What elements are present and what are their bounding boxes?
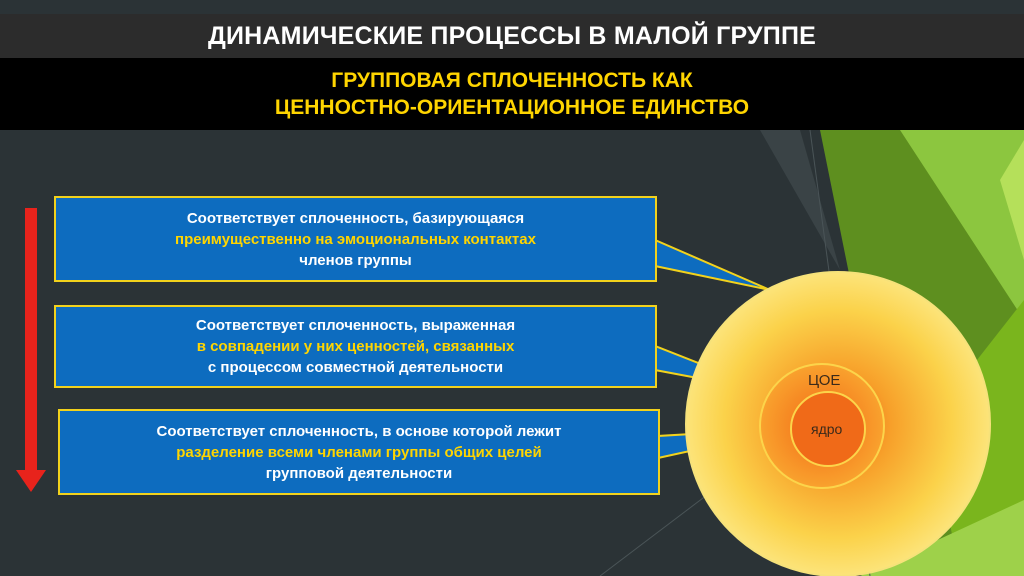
green-shard	[900, 130, 1024, 320]
core-circle	[790, 391, 866, 467]
box-line: разделение всеми членами группы общих це…	[176, 443, 542, 461]
down-arrow-icon	[14, 208, 48, 499]
box-line: Соответствует сплоченность, в основе кот…	[156, 422, 562, 440]
title-bar: ДИНАМИЧЕСКИЕ ПРОЦЕССЫ В МАЛОЙ ГРУППЕ	[0, 14, 1024, 58]
box-line: Соответствует сплоченность, базирующаяся	[186, 209, 525, 227]
box-line: групповой деятельности	[265, 464, 453, 482]
box-line: членов группы	[299, 251, 412, 269]
info-box-goals: Соответствует сплоченность, в основе кот…	[58, 409, 660, 495]
info-box-emotional: Соответствует сплоченность, базирующаяся…	[54, 196, 657, 282]
box-line: с процессом совместной деятельности	[207, 359, 504, 376]
box-line: Соответствует сплоченность, выраженная	[195, 317, 516, 334]
subtitle-line: ГРУППОВАЯ СПЛОЧЕННОСТЬ КАК	[331, 69, 693, 92]
green-shard	[1000, 140, 1024, 260]
subtitle-bar: ГРУППОВАЯ СПЛОЧЕННОСТЬ КАК ЦЕННОСТНО-ОРИ…	[0, 58, 1024, 130]
box-line: в совпадении у них ценностей, связанных	[196, 338, 515, 355]
page-title: ДИНАМИЧЕСКИЕ ПРОЦЕССЫ В МАЛОЙ ГРУППЕ	[207, 21, 817, 50]
box-line: преимущественно на эмоциональных контакт…	[175, 230, 536, 248]
info-box-values: Соответствует сплоченность, выраженная в…	[54, 305, 657, 388]
dark-shard	[760, 130, 840, 270]
core-label: ядро	[811, 421, 843, 437]
middle-circle-label: ЦОЕ	[808, 372, 841, 389]
subtitle-line: ЦЕННОСТНО-ОРИЕНТАЦИОННОЕ ЕДИНСТВО	[274, 96, 750, 119]
